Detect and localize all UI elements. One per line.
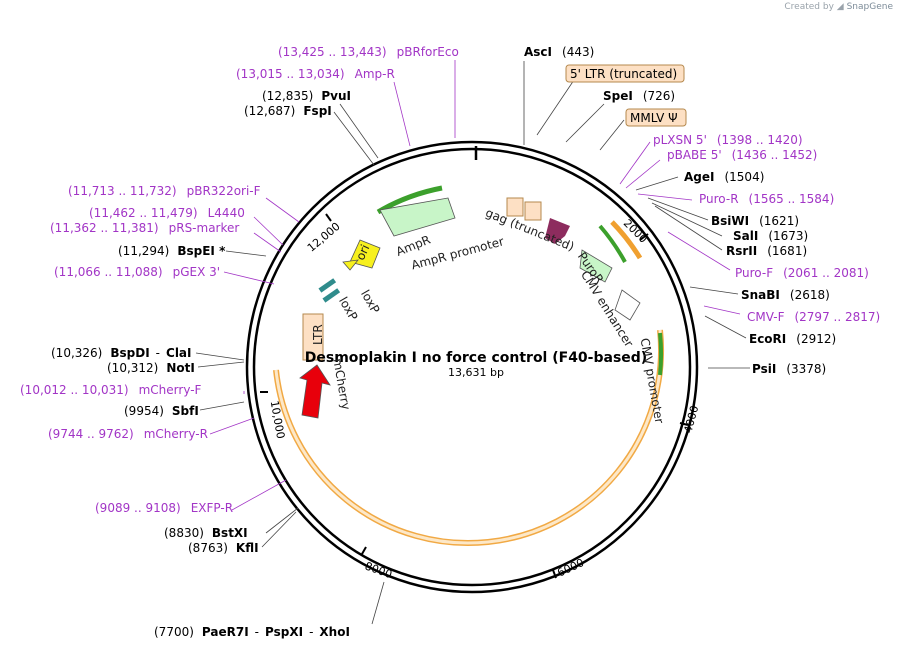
enzyme-psii: PsiI(3378) xyxy=(752,362,826,376)
tick-label-6000: 6000 xyxy=(555,556,586,580)
primer-pbr322ori: (11,713 .. 11,732)pBR322ori-F xyxy=(68,184,261,198)
ltr-box xyxy=(302,313,324,361)
tick-label-2000: 2000 xyxy=(621,217,650,246)
enzyme-kfli: (8763)KflI xyxy=(188,541,259,555)
primer-mcherryf: (10,012 .. 10,031)mCherry-F xyxy=(20,383,202,397)
puror-arc xyxy=(610,220,643,260)
enzyme-noti: (10,312)NotI xyxy=(107,361,195,375)
enzyme-fspi: (12,687)FspI xyxy=(244,104,332,118)
puror-green-arc xyxy=(598,224,627,263)
tick-label-8000: 8000 xyxy=(363,559,394,581)
primer-leader-lines xyxy=(209,60,741,511)
plasmid-backbone xyxy=(245,140,699,594)
primer-pbrforeco: (13,425 .. 13,443)pBRforEco xyxy=(278,45,459,59)
gag-box-1 xyxy=(506,197,524,217)
ori-tip xyxy=(342,259,359,271)
cmv-enhancer-arrow xyxy=(579,249,613,283)
tick-label-12000: 12,000 xyxy=(305,220,343,255)
primer-mcherryr: (9744 .. 9762)mCherry-R xyxy=(48,427,208,441)
boxed-feature-5ltr: 5' LTR (truncated) xyxy=(565,64,685,83)
feature-label-loxp-1: loxP xyxy=(336,295,360,323)
enzyme-bsiwi: BsiWI(1621) xyxy=(711,214,799,228)
primer-pbabe: pBABE 5'(1436 .. 1452) xyxy=(667,148,817,162)
snapgene-logo-icon: ◢ xyxy=(836,2,844,12)
enzyme-agei: AgeI(1504) xyxy=(684,170,764,184)
cmv-promoter-arrow xyxy=(614,289,641,321)
primer-exfpr: (9089 .. 9108)EXFP-R xyxy=(95,501,233,515)
enzyme-sbfi: (9954)SbfI xyxy=(124,404,199,418)
enzyme-snabi: SnaBI(2618) xyxy=(741,288,830,302)
gag-box-2 xyxy=(524,201,542,221)
feature-label-ltr: LTR xyxy=(311,324,325,345)
primer-prs: (11,362 .. 11,381)pRS-marker xyxy=(50,221,239,235)
enzyme-bspdi: (10,326)BspDI-ClaI xyxy=(51,346,192,360)
enzyme-bstxi: (8830)BstXI xyxy=(164,526,248,540)
primer-purof: Puro-F(2061 .. 2081) xyxy=(735,266,869,280)
enzyme-ecori: EcoRI(2912) xyxy=(749,332,836,346)
primer-cmvf: CMV-F(2797 .. 2817) xyxy=(747,310,880,324)
plasmid-length: 13,631 bp xyxy=(448,366,504,379)
puro-arrow xyxy=(545,218,570,244)
enzyme-labels: AscI(443) SpeI(726) AgeI(1504) BsiWI(162… xyxy=(51,45,836,639)
primer-ampr: (13,015 .. 13,034)Amp-R xyxy=(236,67,395,81)
credit-brand: SnapGene xyxy=(846,2,893,12)
loxp-1 xyxy=(318,278,337,293)
boxed-label-mmlv: MMLV Ψ xyxy=(630,111,678,125)
mcherry-arrow xyxy=(299,364,331,419)
feature-label-ori: ori xyxy=(353,242,372,262)
loxp-2 xyxy=(322,288,341,303)
boxed-feature-mmlv: MMLV Ψ xyxy=(625,108,687,127)
tick-label-4000: 4000 xyxy=(681,404,701,434)
cmv-green-arc xyxy=(658,332,664,376)
plasmid-name: Desmoplakin I no force control (F40-base… xyxy=(305,350,647,366)
primer-pgex3: (11,066 .. 11,088)pGEX 3' xyxy=(54,265,220,279)
enzyme-sali: SalI(1673) xyxy=(733,229,808,243)
scale-ticks: 2000 4000 6000 8000 10,000 12,000 xyxy=(260,213,701,581)
leader-lines xyxy=(195,61,750,625)
enzyme-spei: SpeI(726) xyxy=(603,89,675,103)
enzyme-pvui: (12,835)PvuI xyxy=(262,89,351,103)
feature-labels: AmpR AmpR promoter ori loxP loxP LTR mCh… xyxy=(311,206,666,425)
large-orange-feature-arc-inner xyxy=(274,329,663,545)
primer-l4440: (11,462 .. 11,479)L4440 xyxy=(89,206,245,220)
primer-puror: Puro-R(1565 .. 1584) xyxy=(699,192,834,206)
enzyme-asci: AscI(443) xyxy=(524,45,594,59)
primer-labels: (13,425 .. 13,443)pBRforEco (13,015 .. 1… xyxy=(20,45,880,515)
feature-shapes xyxy=(299,197,641,419)
enzyme-bspei: (11,294)BspEI * xyxy=(118,244,226,258)
enzyme-rsrii: RsrII(1681) xyxy=(726,244,807,258)
feature-label-loxp-2: loxP xyxy=(358,288,382,316)
enzyme-paer7i: (7700)PaeR7I-PspXI-XhoI xyxy=(154,625,350,639)
snapgene-credit: Created by ◢ SnapGene xyxy=(784,2,893,12)
boxed-label-5ltr: 5' LTR (truncated) xyxy=(570,67,677,81)
primer-plxsn: pLXSN 5'(1398 .. 1420) xyxy=(653,133,803,147)
feature-arcs xyxy=(273,185,665,547)
credit-prefix: Created by xyxy=(784,2,834,12)
ampr-arrow xyxy=(379,197,456,237)
